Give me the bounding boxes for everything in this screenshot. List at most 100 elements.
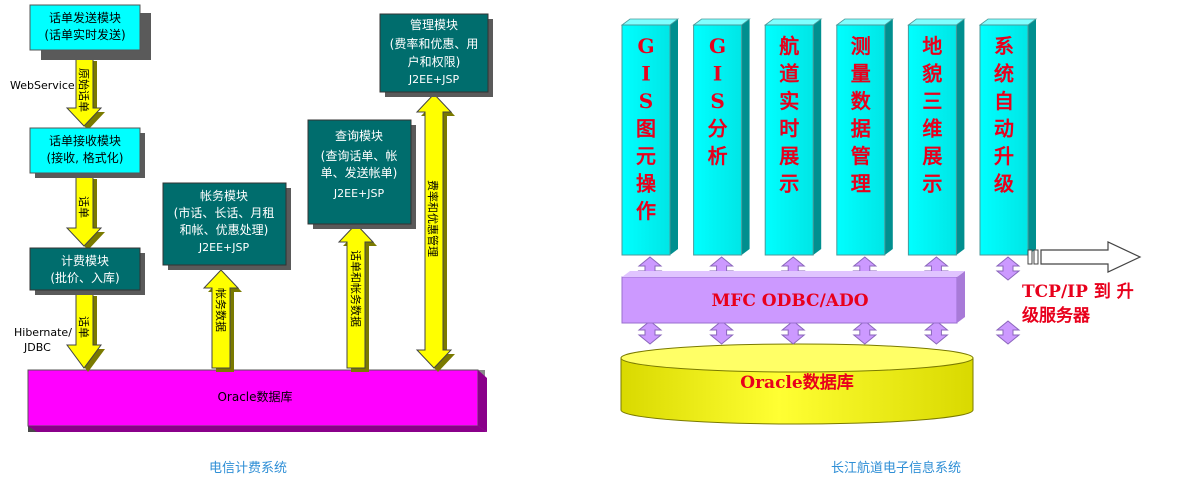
module-column-2-char: G [709, 34, 726, 58]
arrow-call-1: 话单 [65, 174, 105, 250]
manage-module-line2: (费率和优惠、用 [390, 36, 479, 51]
receive-module-title: 话单接收模块 [49, 133, 121, 148]
module-column-1-char: S [639, 89, 653, 113]
hibernate-label-line2: JDBC [23, 341, 51, 354]
module-column-4-char: 管 [851, 144, 871, 168]
left-caption: 电信计费系统 [209, 461, 287, 476]
oracle-database-slab: Oracle数据库 [27, 369, 487, 432]
arrow-rate-management: 费率和优惠管理 [415, 93, 455, 372]
account-module-line2: (市话、长话、月租 [174, 205, 275, 220]
oracle-db-label: Oracle数据库 [217, 389, 292, 404]
module-column-1-char: G [637, 34, 654, 58]
billing-module-desc: (批价、入库) [50, 270, 119, 285]
arrow-call-2-label: 话单 [77, 316, 90, 338]
account-module-line3: 和帐、优惠处理) [180, 222, 269, 237]
query-module-line3: 单、发送帐单) [321, 165, 398, 180]
module-column-3-char: 实 [779, 89, 799, 113]
module-column-1-char: 作 [636, 199, 656, 223]
module-column-2-char: I [713, 62, 722, 86]
manage-module-line3: 户和权限) [408, 54, 461, 69]
send-module-desc: (话单实时发送) [44, 27, 125, 42]
module-column-4-char: 理 [851, 172, 871, 196]
query-module-box: 查询模块 (查询话单、帐 单、发送帐单) J2EE+JSP [307, 119, 416, 229]
manage-module-title: 管理模块 [410, 17, 458, 32]
right-caption: 长江航道电子信息系统 [831, 460, 961, 476]
webservice-label: WebService [10, 79, 75, 92]
module-column-2-char: S [710, 89, 724, 113]
arrow-rate-management-label: 费率和优惠管理 [426, 180, 440, 257]
module-column-4-char: 量 [851, 62, 871, 86]
manage-module-tech: J2EE+JSP [408, 73, 460, 86]
module-column-6-char: 自 [994, 89, 1014, 113]
module-column-5-char: 三 [922, 89, 942, 113]
arrow-call-account-data: 话单和帐务数据 [337, 223, 377, 372]
module-column-3-char: 时 [779, 117, 799, 141]
query-module-tech: J2EE+JSP [333, 187, 385, 200]
send-module-title: 话单发送模块 [49, 10, 121, 25]
arrow-call-2: 话单 [66, 291, 105, 372]
arrow-account-data-label: 帐务数据 [214, 288, 228, 332]
send-module-box: 话单发送模块 (话单实时发送) [29, 4, 151, 60]
module-column-4-char: 测 [851, 34, 871, 58]
module-column-4-char: 据 [851, 117, 871, 141]
query-module-title: 查询模块 [335, 129, 383, 143]
tcp-label-line2: 级服务器 [1022, 305, 1091, 326]
module-column-5-char: 地 [922, 34, 942, 58]
module-column-5-char: 示 [922, 172, 942, 196]
arrow-raw-call-label: 原始话单 [77, 68, 91, 112]
billing-module-box: 计费模块 (批价、入库) [29, 247, 145, 295]
query-module-line2: (查询话单、帐 [321, 148, 398, 163]
hibernate-label-line1: Hibernate/ [14, 326, 72, 339]
arrow-raw-call: 原始话单 [65, 56, 105, 130]
arrow-call-account-label: 话单和帐务数据 [349, 250, 363, 327]
module-column-6-char: 升 [994, 144, 1014, 168]
db-connectors [637, 320, 1021, 345]
module-column-4-char: 数 [851, 89, 872, 113]
tcp-label-line1: TCP/IP 到 升 [1022, 282, 1134, 302]
connector-bottom-4 [852, 320, 878, 345]
module-column-5-char: 维 [922, 117, 942, 141]
module-column-2-char: 分 [708, 117, 728, 141]
module-column-5-char: 貌 [921, 62, 942, 86]
telecom-billing-diagram: Oracle数据库 原始话单 话单 话单 帐务数据 话单和帐务数 [10, 4, 493, 476]
manage-module-box: 管理模块 (费率和优惠、用 户和权限) J2EE+JSP [379, 13, 493, 97]
connector-top-6 [995, 256, 1021, 281]
module-column-6-char: 级 [994, 172, 1014, 196]
account-module-title: 帐务模块 [200, 188, 248, 203]
billing-module-title: 计费模块 [61, 254, 109, 268]
module-column-6-char: 系 [994, 34, 1014, 58]
connector-bottom-5 [923, 320, 949, 345]
module-column-3-char: 道 [779, 62, 799, 86]
connector-bottom-3 [780, 320, 806, 345]
module-column-3-char: 展 [779, 144, 799, 168]
middleware-label: MFC ODBC/ADO [711, 291, 868, 311]
arrow-account-data: 帐务数据 [202, 269, 242, 372]
module-column-1-char: I [641, 62, 650, 86]
account-module-tech: J2EE+JSP [198, 241, 250, 254]
account-module-box: 帐务模块 (市话、长话、月租 和帐、优惠处理) J2EE+JSP [162, 182, 291, 270]
module-column-5-char: 展 [922, 144, 942, 168]
changjiang-system-diagram: Oracle数据库 MFC ODBC/ADO GIS图元操作GIS分析航道实时展… [620, 18, 1142, 476]
module-column-3-char: 示 [779, 172, 799, 196]
module-column-6-char: 统 [994, 62, 1014, 86]
receive-module-box: 话单接收模块 (接收, 格式化) [29, 127, 145, 178]
oracle-cylinder-label: Oracle数据库 [740, 372, 853, 393]
tcp-arrow [1027, 241, 1142, 273]
module-column-2-char: 析 [708, 144, 728, 168]
connector-bottom-6 [995, 320, 1021, 345]
module-column-1-char: 图 [636, 117, 656, 141]
connector-bottom-2 [709, 320, 735, 345]
connector-bottom-1 [637, 320, 663, 345]
module-column-1-char: 操 [636, 172, 657, 196]
module-column-1-char: 元 [636, 144, 656, 168]
receive-module-desc: (接收, 格式化) [47, 150, 124, 165]
middleware-bar: MFC ODBC/ADO [621, 271, 965, 324]
